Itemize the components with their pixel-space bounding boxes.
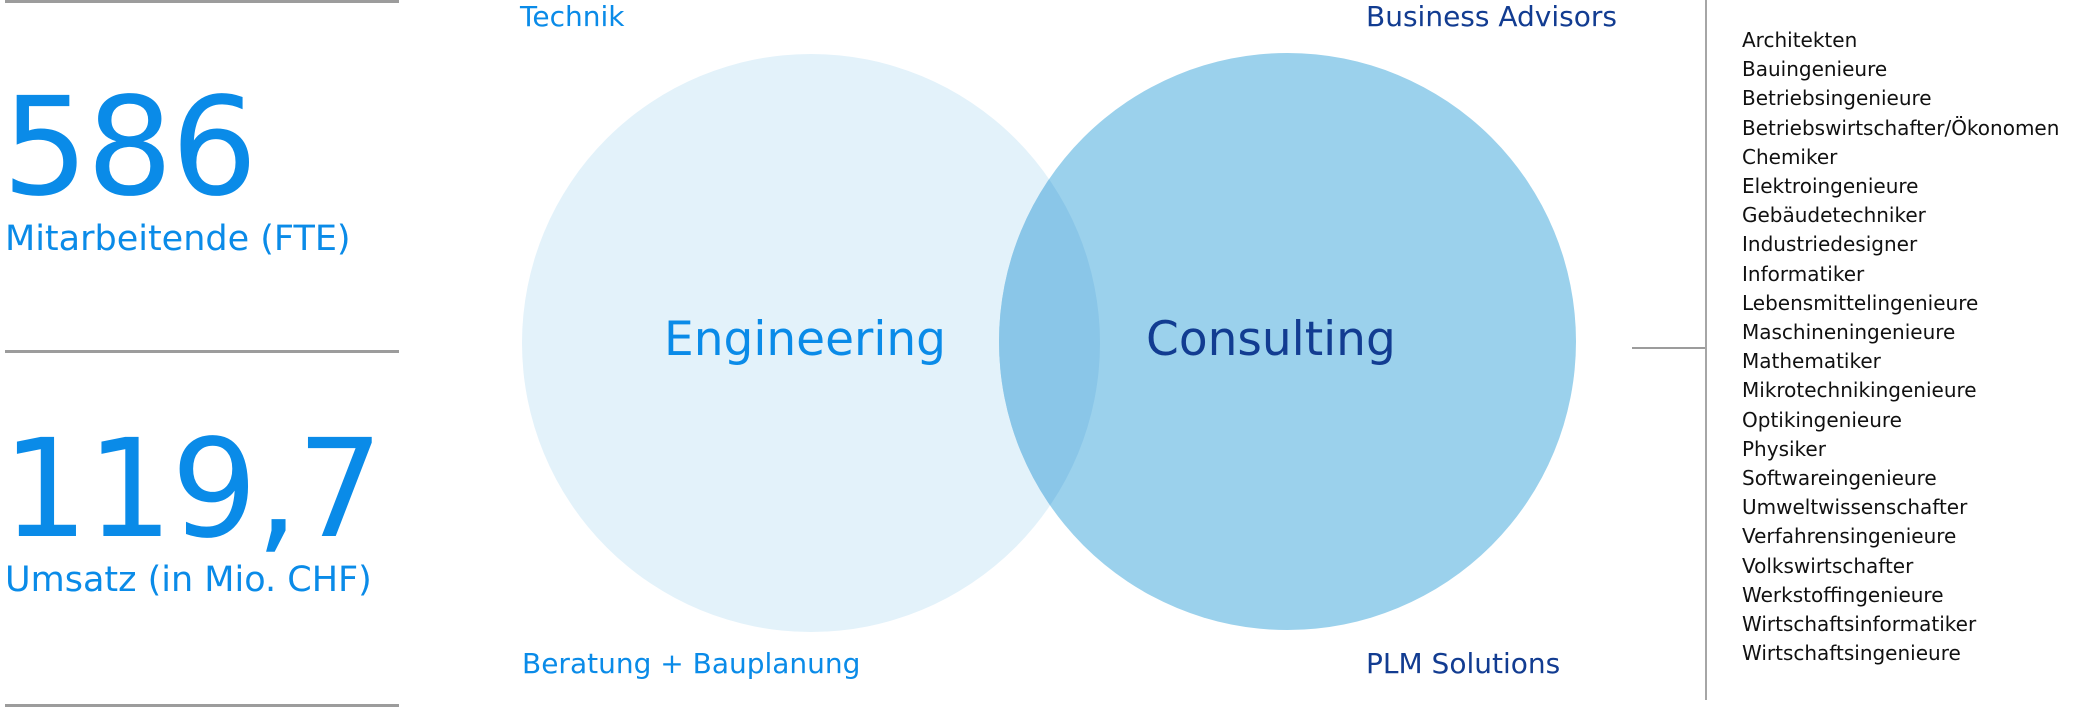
list-item: Werkstoffingenieure [1742, 582, 1944, 607]
list-item: Betriebsingenieure [1742, 86, 1932, 111]
list-item: Mikrotechnikingenieure [1742, 378, 1977, 403]
list-item: Bauingenieure [1742, 57, 1888, 82]
label-plm-solutions: PLM Solutions [1366, 647, 1561, 680]
list-item: Optikingenieure [1742, 407, 1902, 432]
venn-title-consulting: Consulting [1146, 312, 1396, 367]
list-item: Verfahrensingenieure [1742, 524, 1957, 549]
divider-top [5, 0, 399, 3]
stat-employees-label: Mitarbeitende (FTE) [5, 219, 351, 259]
label-business-advisors: Business Advisors [1366, 0, 1617, 33]
list-item: Industriedesigner [1742, 232, 1918, 257]
divider-bottom [5, 704, 399, 707]
stat-revenue-value: 119,7 [2, 411, 383, 569]
list-item: Gebäudetechniker [1742, 203, 1926, 228]
list-item: Lebensmittelingenieure [1742, 290, 1979, 315]
stat-employees-value: 586 [2, 69, 258, 227]
list-item: Softwareingenieure [1742, 466, 1937, 491]
connector-line-horizontal [1632, 347, 1707, 349]
list-item: Architekten [1742, 28, 1858, 52]
venn-title-engineering: Engineering [664, 312, 946, 367]
list-item: Mathematiker [1742, 349, 1881, 374]
list-item: Volkswirtschafter [1742, 553, 1914, 578]
list-item: Maschineningenieure [1742, 320, 1956, 345]
connector-line-vertical [1705, 0, 1707, 700]
label-beratung-bauplanung: Beratung + Bauplanung [522, 647, 861, 680]
profession-list: Architekten Bauingenieure Betriebsingeni… [1742, 26, 2059, 668]
list-item: Elektroingenieure [1742, 174, 1919, 199]
list-item: Wirtschaftsinformatiker [1742, 612, 1977, 637]
stat-revenue-label: Umsatz (in Mio. CHF) [5, 560, 372, 600]
label-technik: Technik [520, 0, 625, 33]
list-item: Informatiker [1742, 261, 1865, 286]
list-item: Physiker [1742, 436, 1826, 461]
list-item: Betriebswirtschafter/Ökonomen [1742, 115, 2060, 140]
list-item: Chemiker [1742, 144, 1838, 169]
list-item: Wirtschaftsingenieure [1742, 641, 1961, 666]
divider-middle [5, 350, 399, 353]
list-item: Umweltwissenschafter [1742, 495, 1968, 520]
